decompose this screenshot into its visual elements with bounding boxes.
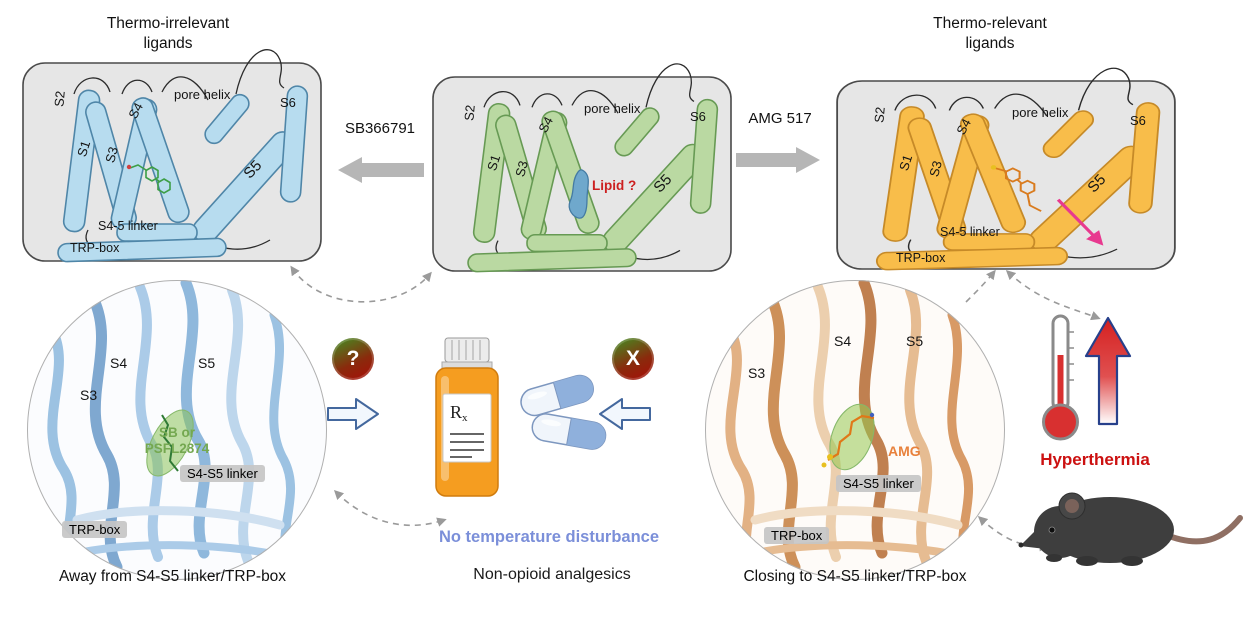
lipid-molecule: [568, 169, 589, 219]
sb366791-label: SB366791: [344, 120, 416, 137]
hyperthermia-label: Hyperthermia: [1040, 450, 1150, 469]
membrane-panel-middle: S2 S1 S3 S4 pore helix S5 S6 Lipid ?: [432, 63, 732, 273]
mouse-illustration: [1018, 492, 1243, 566]
connector-leftpanel-circle: [290, 265, 432, 303]
helix-s6-cylinder: [689, 98, 719, 214]
sb-ligand-label: SB or PSFL2874: [144, 425, 210, 457]
amg517-label: AMG 517: [748, 110, 812, 127]
trpbox-label: TRP-box: [70, 241, 120, 255]
question-badge: ?: [332, 338, 374, 380]
left-caption: Away from S4-S5 linker/TRP-box: [58, 568, 287, 585]
amg-ligand-structure: [990, 165, 1042, 212]
temperature-up-arrow: [1084, 316, 1132, 426]
thermometer-icon: [1042, 314, 1079, 441]
membrane-panel-left: S2 S1 S3 S4 pore helix S5 S6 S4-5 linker…: [22, 49, 322, 263]
rx-symbol-main: R: [450, 402, 463, 422]
trp-box-cylinder: [467, 248, 637, 273]
connector-rightpanel-thermo: [1005, 270, 1101, 321]
linker-label: S4-5 linker: [940, 225, 1000, 239]
pill-bottle: [435, 337, 499, 497]
s45-linker-cylinder: [526, 233, 608, 253]
mouse-eye: [1048, 526, 1056, 534]
protein-ribbons-tan: [705, 280, 1005, 580]
sb-ligand-density: [146, 409, 194, 477]
connector-leftcircle-pill: [333, 489, 447, 527]
helix-label-s2: S2: [871, 106, 888, 124]
helix-label-s2: S2: [51, 90, 68, 108]
cross-badge: X: [612, 338, 654, 380]
linker-label: S4-5 linker: [98, 219, 158, 233]
pore-helix-label: pore helix: [584, 101, 641, 116]
pore-helix-cylinder: [1042, 110, 1095, 159]
structure-inset-right: S4 S5 S3 AMG S4-S5 linker TRP-box: [700, 275, 1010, 585]
inset-label-s4: S4: [834, 333, 852, 349]
helix-label-s6: S6: [1130, 113, 1146, 128]
membrane-loops: [894, 67, 1134, 259]
left-panel-title: Thermo-irrelevant ligands: [106, 15, 230, 53]
amg-ligand-density: [821, 403, 875, 471]
membrane-panel-right: S2 S1 S3 S4 pore helix S5 S6 S4-5 linker…: [836, 67, 1176, 271]
pore-helix-cylinder: [614, 107, 660, 157]
non-opioid-text: Non-opioid analgesics: [473, 566, 631, 583]
bottle-label: [442, 393, 492, 463]
right-block-arrow: [327, 398, 379, 430]
trpbox-chip: TRP-box: [764, 527, 830, 544]
helix-s6-cylinder: [279, 85, 309, 203]
trpbox-label: TRP-box: [896, 251, 946, 265]
amg-gray-arrow: [736, 147, 820, 173]
pink-arrow: [1056, 198, 1104, 246]
inset-label-s5: S5: [906, 333, 924, 349]
cross-glyph: X: [625, 347, 640, 370]
sb-gray-arrow: [338, 157, 424, 183]
helix-s4-cylinder: [131, 97, 190, 224]
right-caption: Closing to S4-S5 linker/TRP-box: [743, 568, 967, 585]
pore-helix-label: pore helix: [1012, 105, 1069, 120]
inset-label-s3: S3: [748, 365, 766, 381]
capsule-top: [520, 374, 594, 417]
amg-ligand-label: AMG: [888, 443, 921, 459]
linker-chip: S4-S5 linker: [180, 465, 265, 482]
question-glyph: ?: [346, 347, 360, 370]
pore-helix-label: pore helix: [174, 87, 231, 102]
capsule-pills: [520, 374, 607, 450]
right-panel-title: Thermo-relevant ligands: [933, 15, 1047, 53]
mouse-snout: [1020, 520, 1054, 550]
trp-box-cylinder: [875, 246, 1069, 271]
pore-helix-cylinder: [204, 93, 250, 145]
capsule-bottom: [531, 413, 607, 450]
linker-chip: S4-S5 linker: [836, 475, 921, 492]
membrane-loops: [483, 63, 695, 261]
helix-label-s6: S6: [690, 109, 706, 124]
trpbox-chip: TRP-box: [62, 521, 128, 538]
left-block-arrow: [599, 398, 651, 430]
connector-rightcircle-panel: [965, 269, 996, 303]
rx-symbol-sub: x: [462, 412, 468, 424]
inset-label-s3: S3: [80, 387, 98, 403]
helix-label-s6: S6: [280, 95, 296, 110]
no-temp-disturbance-text: No temperature disturbance: [438, 528, 660, 546]
trp-box-cylinder: [57, 237, 227, 263]
mouse-tail: [1161, 515, 1243, 545]
sb-ligand-structure: [126, 164, 171, 194]
inset-label-s5: S5: [198, 355, 216, 371]
structure-inset-left: S4 S5 S3 SB or PSFL2874 S4-S5 linker TRP…: [22, 275, 332, 585]
helix-s6-cylinder: [1128, 102, 1161, 214]
lipid-question-label: Lipid ?: [592, 178, 637, 193]
inset-label-s4: S4: [110, 355, 128, 371]
helix-label-s2: S2: [461, 104, 478, 122]
